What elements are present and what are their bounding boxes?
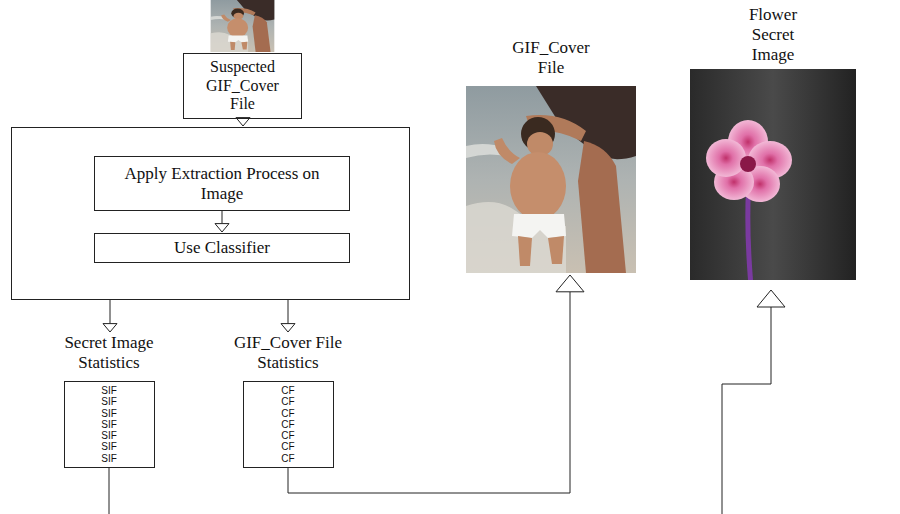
statistics-item: CF <box>244 453 333 464</box>
process-box: Suspected GIF_Cover File <box>183 53 302 119</box>
image-heading: GIF_Cover File <box>504 38 599 78</box>
connector-line <box>222 211 223 224</box>
arrow-head <box>215 224 229 232</box>
arrow-head <box>556 275 584 292</box>
statistics-item: SIF <box>65 408 154 419</box>
box-label: Apply Extraction Process on Image <box>103 164 341 203</box>
image-frame <box>466 86 636 273</box>
connector-line <box>288 300 289 324</box>
connector-arrow <box>281 300 295 332</box>
image-heading: Flower Secret Image <box>736 5 811 65</box>
statistics-item: SIF <box>65 453 154 464</box>
image-frame <box>690 69 856 280</box>
arrow-head <box>757 290 785 307</box>
statistics-item: CF <box>244 396 333 407</box>
statistics-item: CF <box>244 419 333 430</box>
statistics-node: Secret Image StatisticsSIFSIFSIFSIFSIFSI… <box>9 333 209 468</box>
statistics-item: CF <box>244 430 333 441</box>
statistics-box: SIFSIFSIFSIFSIFSIFSIF <box>64 381 155 468</box>
statistics-item: SIF <box>65 385 154 396</box>
arrow-head <box>103 324 117 332</box>
output-line <box>109 468 110 514</box>
connector-arrow <box>103 300 117 332</box>
statistics-item: SIF <box>65 430 154 441</box>
statistics-box: CFCFCFCFCFCFCF <box>243 381 334 468</box>
box-label: Suspected GIF_Cover File <box>192 58 293 113</box>
image-node: Flower Secret Image <box>690 5 856 280</box>
box-label: Use Classifier <box>174 238 270 258</box>
arrow-head <box>281 324 295 332</box>
statistics-item: SIF <box>65 419 154 430</box>
connector-arrow <box>215 211 229 232</box>
beach-picture <box>466 86 636 273</box>
statistics-item: SIF <box>65 441 154 452</box>
statistics-item: CF <box>244 408 333 419</box>
flower-picture <box>690 69 856 280</box>
statistics-node: GIF_Cover File StatisticsCFCFCFCFCFCFCF <box>190 333 386 468</box>
process-box: Apply Extraction Process on ImageUse Cla… <box>11 127 410 300</box>
connector-line <box>110 300 111 324</box>
image-node: GIF_Cover File <box>466 38 636 273</box>
statistics-item: CF <box>244 441 333 452</box>
input-line <box>722 307 771 514</box>
statistics-item: CF <box>244 385 333 396</box>
suspected-photo <box>211 0 275 52</box>
statistics-heading: GIF_Cover File Statistics <box>213 333 363 373</box>
statistics-heading: Secret Image Statistics <box>39 333 179 373</box>
process-box: Use Classifier <box>94 233 350 263</box>
statistics-item: SIF <box>65 396 154 407</box>
process-box: Apply Extraction Process on Image <box>94 156 350 211</box>
